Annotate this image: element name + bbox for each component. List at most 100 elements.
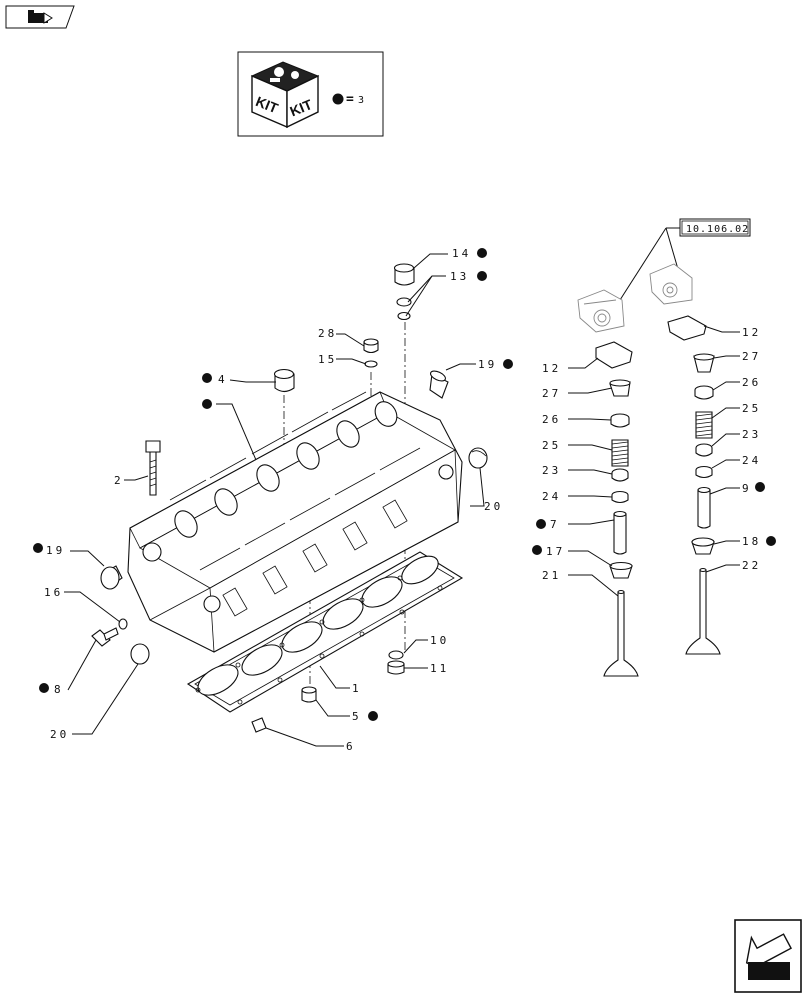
valve-guide-7 [613, 510, 627, 555]
retainer-26-right [694, 385, 714, 400]
callout-labels: 14 13 28 15 19 4 2 20 19 16 8 20 10 11 1… [33, 247, 776, 753]
leader-lines [64, 253, 740, 747]
bolt-2 [145, 440, 161, 496]
callout-24-right[interactable]: 24 [742, 454, 761, 467]
next-page-icon[interactable] [734, 919, 802, 993]
valve-seat-17 [609, 561, 633, 579]
kit-dot-19-left [33, 543, 43, 553]
callout-14[interactable]: 14 [452, 247, 471, 260]
kit-box-icon: KIT KIT [250, 61, 320, 129]
seal-16 [118, 618, 128, 630]
kit-label-right: KIT [288, 96, 315, 119]
kit-quantity: 3 [358, 95, 364, 106]
callout-25-left[interactable]: 25 [542, 439, 561, 452]
valve-22 [685, 567, 721, 655]
callout-23-left[interactable]: 23 [542, 464, 561, 477]
spring-25-left [611, 439, 629, 467]
callout-27-right[interactable]: 27 [742, 350, 761, 363]
callout-9[interactable]: 9 [742, 482, 752, 495]
sleeve-4 [273, 368, 295, 393]
callout-19-left[interactable]: 19 [46, 544, 65, 557]
washer-15 [364, 360, 378, 368]
callout-24-left[interactable]: 24 [542, 490, 561, 503]
valve-21 [603, 589, 639, 677]
kit-equals: = [346, 92, 354, 107]
seal-ring-13a [396, 297, 412, 307]
callout-1[interactable]: 1 [352, 682, 362, 695]
callout-17[interactable]: 17 [546, 545, 565, 558]
previous-page-icon[interactable] [5, 5, 75, 29]
callout-27-left[interactable]: 27 [542, 387, 561, 400]
rocker-arm-ghost-right [649, 263, 693, 305]
callout-16[interactable]: 16 [44, 586, 63, 599]
kit-dot-7 [536, 519, 546, 529]
kit-dot-block [202, 399, 212, 409]
callout-20-right[interactable]: 20 [484, 500, 503, 513]
callout-4[interactable]: 4 [218, 373, 228, 386]
valve-seat-18 [691, 537, 715, 555]
callout-6[interactable]: 6 [346, 740, 356, 753]
reference-label: 10.106.02 [686, 224, 749, 235]
dowel-6 [251, 717, 267, 733]
retainer-26-left [610, 413, 630, 428]
callout-20-left[interactable]: 20 [50, 728, 69, 741]
dowel-5 [301, 686, 317, 703]
callout-12-left[interactable]: 12 [542, 362, 561, 375]
spring-25-right [695, 411, 713, 439]
washer-24-left [611, 490, 629, 504]
callout-23-right[interactable]: 23 [742, 428, 761, 441]
callout-22[interactable]: 22 [742, 559, 761, 572]
rocker-pad-12-right [667, 315, 707, 341]
callout-21[interactable]: 21 [542, 569, 561, 582]
plug-20-right [468, 447, 488, 469]
callout-7[interactable]: 7 [550, 518, 560, 531]
callout-12-right[interactable]: 12 [742, 326, 761, 339]
kit-box: KIT KIT = 3 [237, 51, 384, 137]
valve-train-right [667, 315, 721, 655]
rocker-arm-ghost-left [577, 289, 625, 333]
seat-23-right [695, 443, 713, 457]
kit-dot-17 [532, 545, 542, 555]
seal-ring-13b [397, 311, 411, 321]
seal-10 [388, 650, 404, 660]
screw-8 [91, 627, 119, 647]
washer-24-right [695, 465, 713, 479]
kit-dot-13 [477, 271, 487, 281]
callout-5[interactable]: 5 [352, 710, 362, 723]
callout-28[interactable]: 28 [318, 327, 337, 340]
valve-guide-9 [697, 486, 711, 529]
kit-dot [332, 93, 344, 105]
callout-8[interactable]: 8 [54, 683, 64, 696]
callout-25-right[interactable]: 25 [742, 402, 761, 415]
cylinder-head-gasket [186, 551, 464, 713]
callout-19-top[interactable]: 19 [478, 358, 497, 371]
callout-10[interactable]: 10 [430, 634, 449, 647]
kit-dot-19-top [503, 359, 513, 369]
kit-dot-14 [477, 248, 487, 258]
cup-plug-19-top [429, 370, 449, 399]
callout-26-right[interactable]: 26 [742, 376, 761, 389]
plug-11 [387, 660, 405, 675]
callout-2[interactable]: 2 [114, 474, 124, 487]
callout-11[interactable]: 11 [430, 662, 449, 675]
plug-20-left [130, 643, 150, 665]
callout-15[interactable]: 15 [318, 353, 337, 366]
kit-dot-8 [39, 683, 49, 693]
cylinder-head [127, 391, 463, 653]
seat-23-left [611, 468, 629, 482]
callout-18[interactable]: 18 [742, 535, 761, 548]
rocker-pad-12-left [595, 341, 633, 369]
callout-26-left[interactable]: 26 [542, 413, 561, 426]
cup-plug-19-left [100, 565, 123, 590]
reference-box[interactable]: 10.106.02 [679, 218, 751, 237]
valve-train-left [595, 341, 639, 677]
kit-dot-4 [202, 373, 212, 383]
callout-13[interactable]: 13 [450, 270, 469, 283]
kit-dot-9 [755, 482, 765, 492]
kit-dot-5 [368, 711, 378, 721]
valve-guide-cap-14 [393, 263, 415, 286]
plug-28 [363, 338, 379, 354]
kit-label-left: KIT [254, 93, 281, 116]
kit-dot-18 [766, 536, 776, 546]
